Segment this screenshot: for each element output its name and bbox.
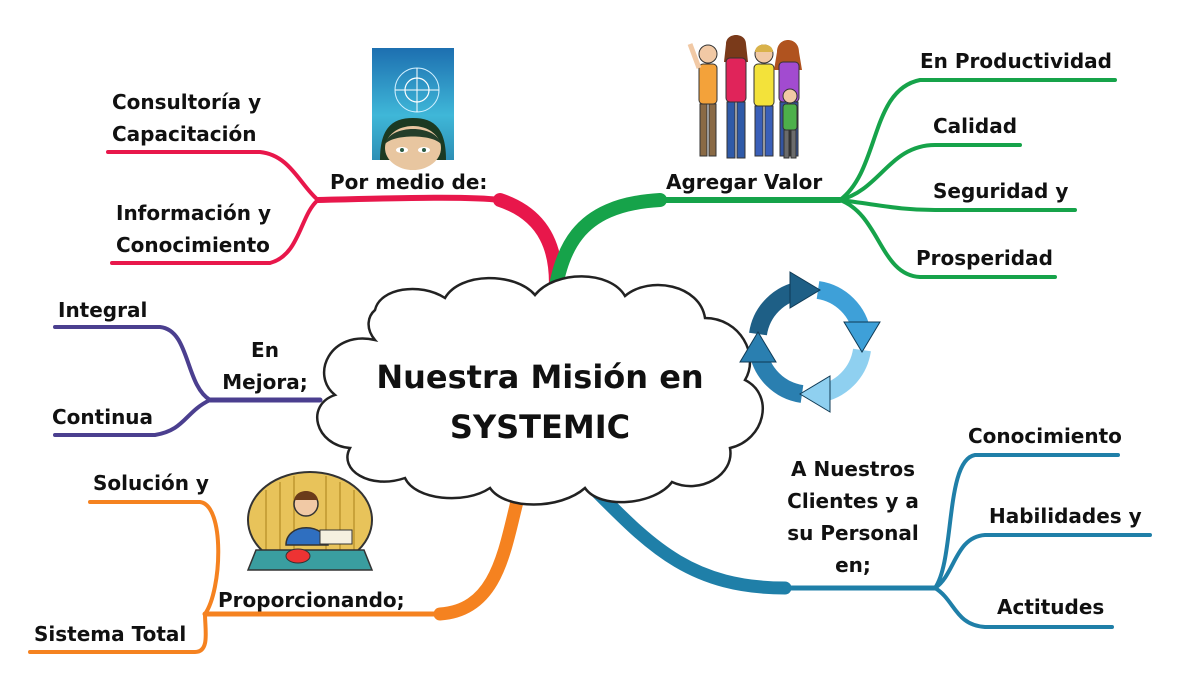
trunk-proporcionando — [433, 483, 527, 621]
leaf-consultoria: Consultoría y Capacitación — [112, 90, 262, 146]
face-image — [372, 48, 454, 170]
branch-label-proporcionando: Proporcionando; — [218, 588, 405, 612]
central-topic: Nuestra Misión en SYSTEMIC — [340, 352, 740, 452]
leaf-integral: Integral — [58, 298, 148, 322]
line-seguridad — [838, 198, 1077, 212]
central-topic-line1: Nuestra Misión en — [376, 358, 704, 396]
leaf-solucion: Solución y — [93, 471, 209, 495]
leaf-calidad: Calidad — [933, 114, 1018, 138]
people-group-image — [687, 35, 802, 159]
branch-proporcionando-lines — [28, 483, 527, 654]
leaf-habilidades: Habilidades y — [989, 504, 1142, 528]
branch-clientes-lines — [588, 453, 1152, 629]
line-productividad — [838, 78, 1117, 202]
leaf-prosperidad: Prosperidad — [916, 246, 1053, 270]
refresh-cycle-icon — [739, 271, 881, 413]
central-cloud — [316, 275, 764, 506]
leaf-seguridad: Seguridad y — [933, 179, 1069, 203]
leaf-conocimiento: Conocimiento — [968, 424, 1122, 448]
line-consultoria — [106, 150, 320, 202]
line-conocimiento — [933, 453, 1120, 590]
leaf-informacion: Información y Conocimiento — [116, 201, 272, 257]
line-informacion — [110, 198, 320, 265]
line-integral — [53, 325, 212, 402]
leaf-actitudes: Actitudes — [997, 595, 1105, 619]
trunk-clientes — [588, 483, 792, 595]
line-solucion — [88, 500, 221, 616]
branch-label-por-medio: Por medio de: — [330, 170, 488, 194]
line-habilidades — [933, 533, 1152, 590]
leaf-productividad: En Productividad — [920, 49, 1112, 73]
line-calidad — [838, 143, 1022, 202]
branch-label-en-mejora: En Mejora; — [222, 338, 308, 394]
branch-mejora-lines — [53, 325, 323, 437]
line-prosperidad — [838, 198, 1057, 279]
line-continua — [53, 398, 212, 437]
leaf-sistema-total: Sistema Total — [34, 622, 187, 646]
branch-label-agregar-valor: Agregar Valor — [666, 170, 823, 194]
phone-operator-image — [246, 471, 374, 571]
line-actitudes — [933, 586, 1114, 629]
branch-label-clientes: A Nuestros Clientes y a su Personal en; — [787, 457, 919, 577]
leaf-continua: Continua — [52, 405, 154, 429]
line-por-medio-label — [315, 194, 503, 203]
central-topic-line2: SYSTEMIC — [449, 408, 631, 446]
line-sistema — [28, 612, 208, 654]
